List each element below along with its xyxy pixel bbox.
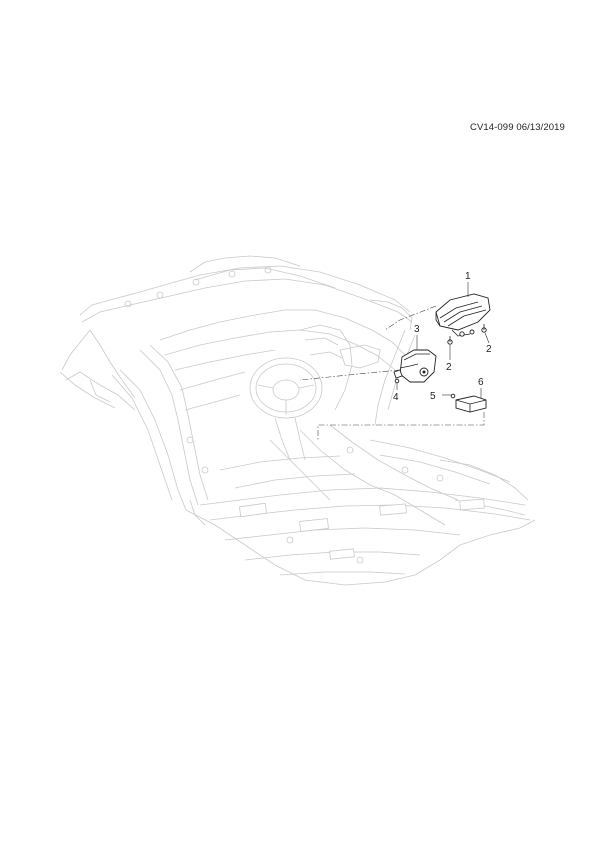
callout-1: 1: [465, 271, 471, 282]
driver-airbag-module: [399, 349, 437, 383]
callout-2-right: 2: [486, 344, 492, 355]
passenger-airbag-module: [435, 293, 491, 337]
driver-airbag-connector: [393, 369, 403, 384]
callout-labels: 1 2 2 3 4 5 6: [393, 271, 492, 403]
leader-lines: [299, 282, 490, 440]
callout-2-left: 2: [446, 362, 452, 373]
airbag-fasteners: [447, 324, 487, 345]
vehicle-body-ghost: [59, 255, 536, 586]
callout-4: 4: [393, 392, 399, 403]
callout-3: 3: [414, 324, 420, 335]
callout-5: 5: [430, 391, 436, 402]
sensing-module: [450, 393, 487, 413]
callout-6: 6: [478, 377, 484, 388]
document-id-date: CV14-099 06/13/2019: [470, 122, 565, 133]
